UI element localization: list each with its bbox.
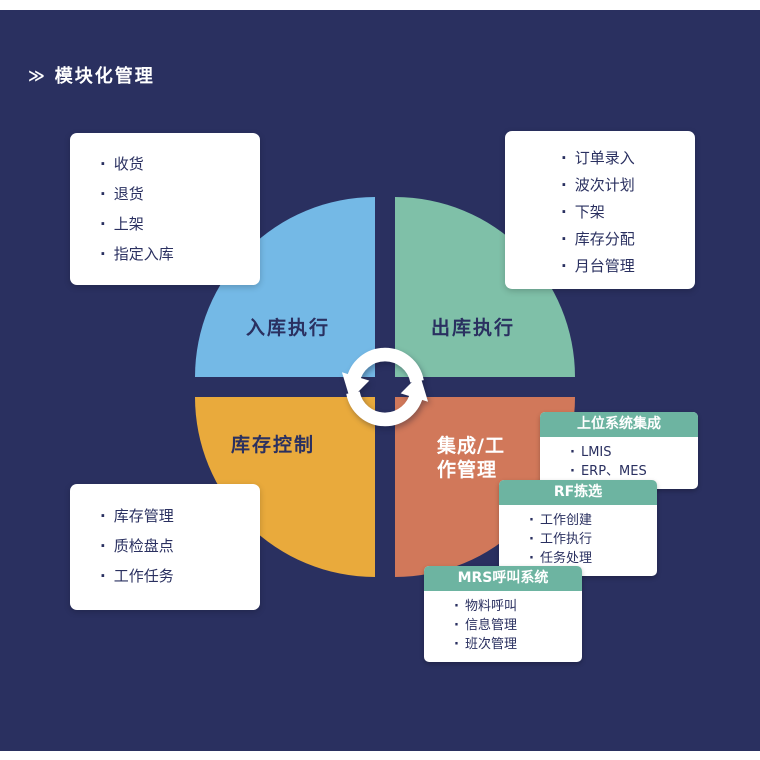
list-item-text: 订单录入 [574, 149, 635, 167]
list-item: · 库存管理 [100, 501, 250, 531]
mini-card-header: MRS呼叫系统 [424, 566, 582, 591]
inbound-detail-list: · 收货 · 退货 · 上架 · 指定入库 [100, 149, 250, 269]
list-item: · 波次计划 [561, 172, 687, 199]
bullet: · [454, 618, 459, 633]
bullet: · [561, 203, 567, 221]
page-title: ≫ 模块化管理 [28, 62, 155, 88]
page-title-text: 模块化管理 [54, 66, 155, 87]
bullet: · [561, 257, 567, 275]
bullet: · [100, 185, 106, 203]
title-chevrons-icon: ≫ [28, 65, 45, 85]
list-item-text: ERP、MES [580, 464, 647, 479]
quadrant-label-inbound: 入库执行 [246, 317, 331, 339]
list-item: · 物料呼叫 [454, 597, 576, 616]
mini-card-list: · 物料呼叫 · 信息管理 · 班次管理 [424, 591, 582, 662]
list-item: · ERP、MES [570, 462, 692, 481]
outbound-detail-card: · 订单录入 · 波次计划 · 下架 · 库存分配 · 月台管理 [505, 131, 695, 289]
list-item-text: 库存分配 [574, 230, 635, 248]
upper-system-integration-card: 上位系统集成 · LMIS · ERP、MES [540, 412, 698, 489]
mini-card-list: · 工作创建 · 工作执行 · 任务处理 [499, 505, 657, 576]
cycle-arrows-icon [341, 347, 429, 427]
list-item: · 质检盘点 [100, 531, 250, 561]
bullet: · [561, 230, 567, 248]
list-item: · 工作创建 [529, 511, 651, 530]
bullet: · [570, 445, 575, 460]
bullet: · [529, 551, 534, 566]
bullet: · [561, 149, 567, 167]
outbound-detail-list: · 订单录入 · 波次计划 · 下架 · 库存分配 · 月台管理 [561, 145, 687, 280]
bullet: · [100, 245, 106, 263]
bullet: · [570, 464, 575, 479]
bullet: · [100, 215, 106, 233]
list-item-text: 月台管理 [574, 257, 635, 275]
list-item: · 库存分配 [561, 226, 687, 253]
mini-card-list: · LMIS · ERP、MES [540, 437, 698, 489]
quadrant-label-outbound: 出库执行 [431, 317, 516, 339]
list-item: · 收货 [100, 149, 250, 179]
list-item-text: LMIS [580, 445, 612, 460]
list-item-text: 工作执行 [539, 532, 592, 547]
list-item: · 工作任务 [100, 561, 250, 591]
mini-card-header: RF拣选 [499, 480, 657, 505]
list-item-text: 库存管理 [113, 507, 174, 525]
bullet: · [454, 637, 459, 652]
mini-card-header: 上位系统集成 [540, 412, 698, 437]
list-item: · 下架 [561, 199, 687, 226]
mrs-call-system-card: MRS呼叫系统 · 物料呼叫 · 信息管理 · 班次管理 [424, 566, 582, 662]
rf-picking-card: RF拣选 · 工作创建 · 工作执行 · 任务处理 [499, 480, 657, 576]
list-item-text: 波次计划 [574, 176, 635, 194]
list-item-text: 任务处理 [539, 551, 592, 566]
list-item-text: 信息管理 [464, 618, 517, 633]
list-item-text: 质检盘点 [113, 537, 174, 555]
list-item: · 任务处理 [529, 549, 651, 568]
list-item-text: 上架 [113, 215, 144, 233]
list-item: · 退货 [100, 179, 250, 209]
bullet: · [100, 537, 106, 555]
list-item: · 月台管理 [561, 253, 687, 280]
bullet: · [561, 176, 567, 194]
list-item: · LMIS [570, 443, 692, 462]
inventory-detail-card: · 库存管理 · 质检盘点 · 工作任务 [70, 484, 260, 610]
list-item: · 订单录入 [561, 145, 687, 172]
list-item-text: 工作创建 [539, 513, 592, 528]
inventory-detail-list: · 库存管理 · 质检盘点 · 工作任务 [100, 501, 250, 591]
list-item: · 工作执行 [529, 530, 651, 549]
list-item-text: 指定入库 [113, 245, 174, 263]
list-item-text: 收货 [113, 155, 144, 173]
bullet: · [529, 513, 534, 528]
list-item-text: 下架 [574, 203, 605, 221]
bullet: · [100, 567, 106, 585]
list-item-text: 班次管理 [464, 637, 517, 652]
bullet: · [454, 599, 459, 614]
quadrant-label-integration: 集成/工 作管理 [437, 435, 505, 481]
quadrant-label-inventory: 库存控制 [231, 434, 316, 456]
list-item: · 指定入库 [100, 239, 250, 269]
list-item: · 班次管理 [454, 635, 576, 654]
list-item: · 上架 [100, 209, 250, 239]
bullet: · [100, 155, 106, 173]
list-item: · 信息管理 [454, 616, 576, 635]
bullet: · [100, 507, 106, 525]
list-item-text: 物料呼叫 [464, 599, 517, 614]
inbound-detail-card: · 收货 · 退货 · 上架 · 指定入库 [70, 133, 260, 285]
bullet: · [529, 532, 534, 547]
list-item-text: 工作任务 [113, 567, 174, 585]
list-item-text: 退货 [113, 185, 144, 203]
